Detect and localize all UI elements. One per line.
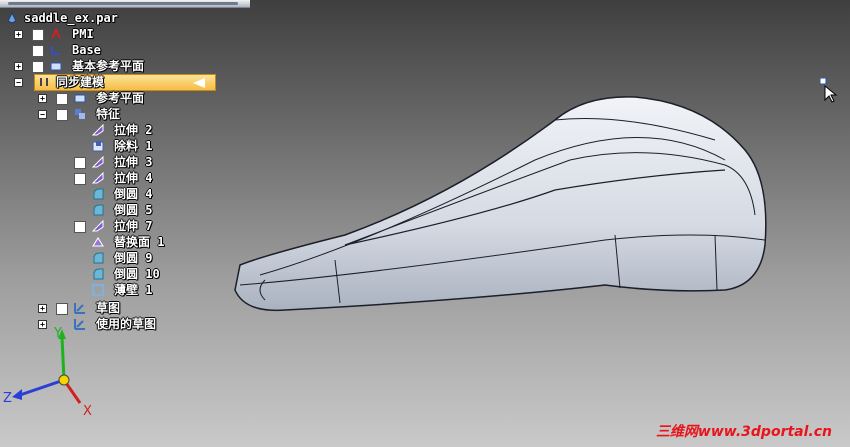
thin-wall-icon bbox=[92, 284, 104, 296]
extrude-icon bbox=[92, 172, 104, 184]
visibility-checkbox[interactable] bbox=[74, 157, 86, 169]
tree-item-sync[interactable]: − 同步建模 bbox=[0, 74, 250, 91]
sketch-icon bbox=[74, 303, 85, 314]
cut-icon bbox=[92, 141, 104, 152]
visibility-checkbox[interactable] bbox=[74, 221, 86, 233]
collapse-icon[interactable]: − bbox=[14, 78, 23, 87]
x-axis-label: X bbox=[83, 404, 92, 419]
visibility-checkbox[interactable] bbox=[32, 45, 44, 57]
z-axis bbox=[19, 378, 65, 397]
view-axes: Y Z X bbox=[3, 326, 92, 419]
tree-item-pmi[interactable]: + PMI bbox=[0, 26, 250, 42]
visibility-checkbox[interactable] bbox=[56, 109, 68, 121]
replace-face-icon bbox=[92, 237, 104, 247]
visibility-checkbox[interactable] bbox=[32, 29, 44, 41]
visibility-checkbox[interactable] bbox=[56, 303, 68, 315]
expand-icon[interactable]: + bbox=[38, 304, 47, 313]
pmi-icon bbox=[51, 28, 61, 39]
y-axis bbox=[60, 336, 66, 381]
selection-highlight bbox=[34, 74, 216, 91]
extrude-icon bbox=[92, 156, 104, 168]
sync-modeling-icon bbox=[40, 78, 48, 86]
tree-item-feature[interactable]: 拉伸 4 bbox=[0, 170, 250, 186]
expand-icon[interactable]: + bbox=[14, 30, 23, 39]
z-axis-label: Z bbox=[3, 391, 12, 406]
tree-item-feature[interactable]: 除料 1 bbox=[0, 138, 250, 154]
sketch-icon bbox=[74, 319, 85, 330]
tree-item-feature[interactable]: 拉伸 3 bbox=[0, 154, 250, 170]
round-icon bbox=[93, 204, 104, 216]
round-icon bbox=[93, 268, 104, 280]
expand-icon[interactable]: + bbox=[14, 62, 23, 71]
scrollbar-thumb[interactable] bbox=[8, 2, 238, 5]
extrude-icon bbox=[92, 124, 104, 136]
tree-item-base[interactable]: Base bbox=[0, 42, 250, 58]
tree-item-sketch[interactable]: + 草图 bbox=[0, 300, 250, 316]
tree-item-features[interactable]: − 特征 bbox=[0, 106, 250, 122]
round-icon bbox=[93, 252, 104, 264]
tree-item-feature[interactable]: 拉伸 2 bbox=[0, 122, 250, 138]
tree-item-ref-planes[interactable]: + 基本参考平面 bbox=[0, 58, 250, 74]
coordinate-system-icon bbox=[51, 46, 60, 55]
tree-item-feature[interactable]: 薄壁 1 bbox=[0, 282, 250, 298]
file-name: saddle_ex.par bbox=[24, 11, 118, 25]
part-icon bbox=[7, 12, 17, 24]
tree-item-feature[interactable]: 拉伸 7 bbox=[0, 218, 250, 234]
visibility-checkbox[interactable] bbox=[74, 173, 86, 185]
tree-item-used-sketch[interactable]: + 使用的草图 bbox=[0, 316, 250, 332]
expand-icon[interactable]: + bbox=[38, 320, 47, 329]
saddle-model[interactable] bbox=[225, 85, 775, 325]
panel-scrollbar[interactable] bbox=[0, 0, 250, 8]
tree-item-feature[interactable]: 倒圆 10 bbox=[0, 266, 250, 282]
visibility-checkbox[interactable] bbox=[56, 93, 68, 105]
edit-arrow-icon[interactable] bbox=[193, 78, 205, 88]
visibility-checkbox[interactable] bbox=[32, 61, 44, 73]
tree-item-feature[interactable]: 倒圆 4 bbox=[0, 186, 250, 202]
y-axis-label: Y bbox=[53, 326, 62, 341]
tree-item-feature[interactable]: 倒圆 9 bbox=[0, 250, 250, 266]
mouse-cursor-icon bbox=[820, 78, 838, 103]
tree-item-feature[interactable]: 替换面 1 bbox=[0, 234, 250, 250]
collapse-icon[interactable]: − bbox=[38, 110, 47, 119]
tree-item-feature[interactable]: 倒圆 5 bbox=[0, 202, 250, 218]
extrude-icon bbox=[92, 220, 104, 232]
plane-icon bbox=[50, 62, 62, 71]
tree-item-sub-ref[interactable]: + 参考平面 bbox=[0, 90, 250, 106]
watermark: 三维网www.3dportal.cn bbox=[655, 424, 832, 440]
expand-icon[interactable]: + bbox=[38, 94, 47, 103]
tree-root[interactable]: saddle_ex.par bbox=[0, 10, 250, 26]
round-icon bbox=[93, 188, 104, 200]
features-icon bbox=[75, 109, 85, 119]
plane-icon bbox=[74, 94, 86, 103]
